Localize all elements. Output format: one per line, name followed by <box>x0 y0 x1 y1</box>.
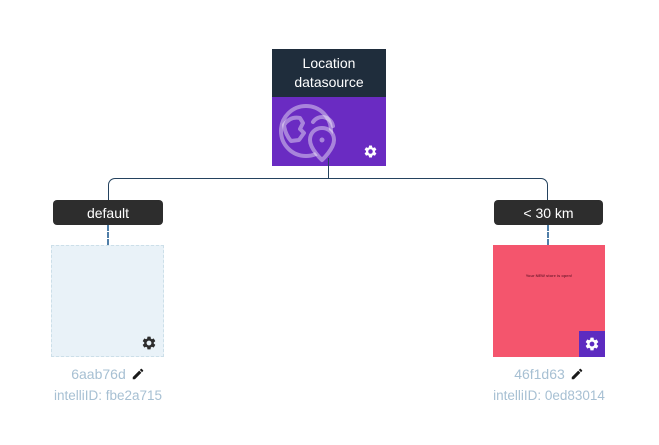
dashed-connector-distance <box>547 225 549 245</box>
root-node-title: Location datasource <box>272 49 386 97</box>
branch-label-distance-text: < 30 km <box>523 204 574 221</box>
branch-card-default[interactable] <box>51 245 164 357</box>
branch-label-distance[interactable]: < 30 km <box>494 200 603 225</box>
edit-pencil-icon[interactable] <box>570 367 584 381</box>
branch-bracket-connector <box>108 178 548 200</box>
branch-label-default[interactable]: default <box>53 200 163 225</box>
branch-label-default-text: default <box>86 204 130 221</box>
root-node-location-datasource[interactable]: Location datasource <box>272 49 386 166</box>
intelli-id: intelliID: 0ed83014 <box>493 388 605 403</box>
caption-default: 6aab76d intelliID: fbe2a715 <box>28 366 188 403</box>
branch-card-distance[interactable]: Your NEW store is open! <box>493 245 605 357</box>
notification-preview-text: Your NEW store is open! <box>525 273 573 278</box>
gear-icon[interactable] <box>141 335 157 351</box>
caption-distance: 46f1d63 intelliID: 0ed83014 <box>469 366 629 403</box>
variant-hash: 6aab76d <box>71 366 126 382</box>
intelli-id: intelliID: fbe2a715 <box>53 388 163 403</box>
root-node-body[interactable] <box>272 96 386 166</box>
variant-hash: 46f1d63 <box>514 366 565 382</box>
gear-icon[interactable] <box>363 144 378 159</box>
edit-pencil-icon[interactable] <box>131 367 145 381</box>
root-connector-line <box>328 158 329 178</box>
globe-location-icon <box>276 100 340 164</box>
gear-chip[interactable] <box>579 331 605 357</box>
dashed-connector-default <box>107 225 109 245</box>
gear-icon <box>585 337 599 351</box>
